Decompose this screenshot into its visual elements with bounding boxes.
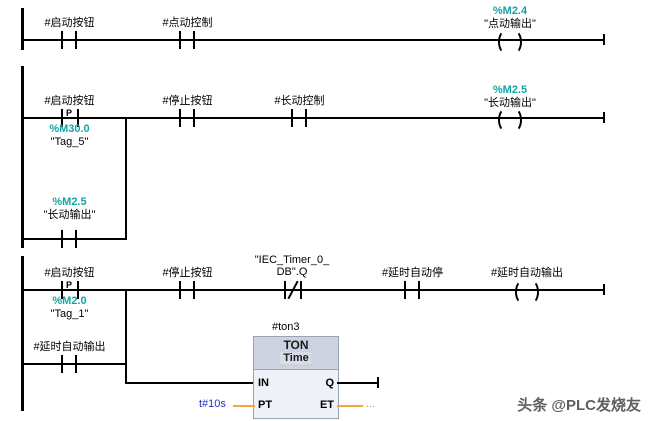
ton-q-end-tick [377, 377, 379, 388]
rung-3-branch-bottom-wire [22, 363, 127, 365]
rung-1-contact-2[interactable] [179, 31, 195, 49]
rung-3-coil-symbol: #延时自动输出 [490, 267, 564, 279]
ton-pin-pt[interactable]: PT [258, 399, 273, 411]
rung-2-contact-3[interactable] [291, 109, 307, 127]
rung-3-contact-4-label: #延时自动停 [381, 267, 444, 279]
ton-pt-wire [233, 405, 255, 407]
rung-3-contact-1-edge-marker: P [66, 280, 73, 290]
rung-3-contact-3[interactable] [284, 280, 302, 300]
rung-3-contact-1[interactable]: P [61, 280, 79, 299]
rung-1-contact-2-label: #点动控制 [162, 17, 213, 29]
power-rail-rung-2 [21, 66, 24, 248]
ton-pin-q[interactable]: Q [325, 377, 334, 389]
rung-2-contact-1-label: #启动按钮 [44, 95, 95, 107]
rung-2-contact-1-address: %M30.0 [49, 123, 90, 135]
rung-2-branch-contact-symbol: "长动输出" [43, 209, 96, 221]
rung-1-contact-1[interactable] [61, 31, 77, 49]
rung-3-contact-1-address: %M2.0 [52, 295, 87, 307]
rung-2-coil-symbol: "长动输出" [484, 97, 536, 109]
rung-2-contact-1-edge-marker: P [66, 108, 73, 118]
rung-1-output-coil[interactable] [498, 30, 522, 54]
rung-3-end-tick [603, 284, 605, 295]
ton-block-title: TON [283, 338, 309, 352]
ton-et-value[interactable]: ... [366, 398, 376, 410]
rung-3-contact-1-label: #启动按钮 [44, 267, 95, 279]
ton-et-wire [337, 405, 363, 407]
rung-1-wire [22, 39, 605, 41]
rung-3-contact-3-label-line2: DB".Q [276, 266, 308, 278]
rung-3-contact-2-label: #停止按钮 [162, 267, 213, 279]
rung-3-output-coil[interactable] [515, 280, 539, 304]
ton-pt-value[interactable]: t#10s [199, 398, 226, 410]
rung-3-contact-4[interactable] [404, 281, 420, 299]
ton-q-output-wire [337, 382, 378, 384]
normally-closed-slash-icon [287, 280, 299, 300]
rung-1-end-tick [603, 34, 605, 45]
rung-3-timer-in-wire [125, 382, 253, 384]
power-rail-rung-3 [21, 256, 24, 411]
rung-2-coil-address: %M2.5 [492, 84, 528, 96]
rung-3-branch-vertical [125, 289, 127, 384]
ton-pin-in[interactable]: IN [258, 377, 269, 389]
rung-2-contact-1-address-symbol: "Tag_5" [50, 136, 89, 148]
rung-3-wire [22, 289, 605, 291]
rung-2-branch-contact-address: %M2.5 [52, 196, 87, 208]
rung-3-contact-1-address-symbol: "Tag_1" [50, 308, 89, 320]
rung-3-contact-3-label-line1: "IEC_Timer_0_ [254, 254, 330, 266]
rung-1-coil-address: %M2.4 [492, 5, 528, 17]
ton-block-subtitle: Time [280, 352, 312, 364]
ton-block-header: TON Time [254, 337, 338, 370]
rung-3-branch-contact[interactable] [61, 355, 77, 373]
ton-timer-block[interactable]: TON Time IN Q PT ET [253, 336, 339, 419]
rung-1-contact-1-label: #启动按钮 [44, 17, 95, 29]
rung-2-output-coil[interactable] [498, 108, 522, 132]
rung-2-contact-3-label: #长动控制 [274, 95, 325, 107]
watermark: 头条 @PLC发烧友 [517, 397, 641, 414]
rung-3-branch-contact-label: #延时自动输出 [33, 341, 106, 353]
rung-1-coil-symbol: "点动输出" [484, 18, 536, 30]
rung-2-contact-1[interactable]: P [61, 108, 79, 127]
rung-2-branch-vertical [125, 117, 127, 240]
power-rail-rung-1 [21, 8, 24, 50]
rung-2-contact-2[interactable] [179, 109, 195, 127]
rung-2-contact-2-label: #停止按钮 [162, 95, 213, 107]
rung-2-branch-bottom-wire [22, 238, 127, 240]
rung-2-end-tick [603, 112, 605, 123]
ton-pin-et[interactable]: ET [319, 399, 334, 411]
rung-3-contact-2[interactable] [179, 281, 195, 299]
ton-block-body: IN Q PT ET [254, 370, 338, 418]
timer-instance-name: #ton3 [272, 321, 300, 333]
rung-2-branch-contact[interactable] [61, 230, 77, 248]
rung-2-wire [22, 117, 605, 119]
